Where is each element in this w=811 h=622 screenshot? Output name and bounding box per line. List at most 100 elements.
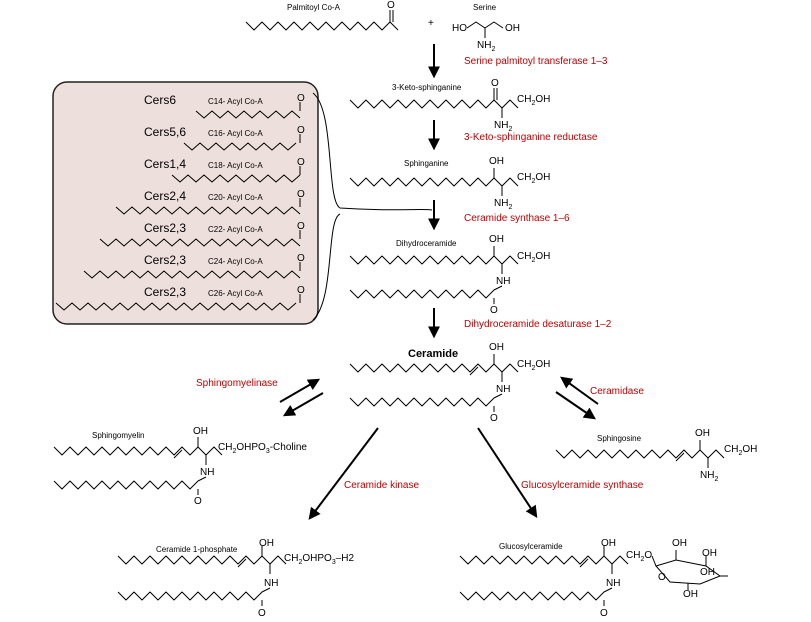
ceramide-synthase-box <box>52 81 319 325</box>
ceramide-synthase-list: Cers6 C14- Acyl Co-A O Cers5,6 C16- Acyl Co-… <box>55 93 305 311</box>
c1p-acyl-chain <box>117 587 271 601</box>
ceramide-acyl-chain <box>349 393 503 407</box>
glucose-ring-o: O <box>658 572 666 583</box>
keto-sphinganine-label: 3-Keto-sphinganine <box>392 83 462 92</box>
dihydroceramide-acyl-chain <box>349 285 503 299</box>
cers-name: Cers1,4 <box>144 157 186 171</box>
arrow-to-ceramide-from-sphingosine <box>560 376 599 405</box>
glucose-oh-4: OH <box>683 589 698 600</box>
c1p-oh: OH <box>259 538 274 549</box>
glucose-oh-2: OH <box>702 548 717 559</box>
cers-name: Cers2,4 <box>144 189 186 203</box>
glucosylceramide-acyl-chain <box>459 587 613 601</box>
ceramide-o: O <box>490 413 498 424</box>
cers-name: Cers5,6 <box>144 125 186 139</box>
c1p-label: Ceramide 1-phosphate <box>156 545 238 554</box>
sphingosine-ch2oh: CH2OH <box>724 444 757 457</box>
acyl-coa-label: C26- Acyl Co-A <box>208 289 263 298</box>
carbonyl-o: O <box>297 253 305 264</box>
c1p-o: O <box>258 608 266 619</box>
sphingomyelin-nh: NH <box>200 467 214 478</box>
acyl-coa-label: C18- Acyl Co-A <box>208 161 263 170</box>
dihydroceramide-o: O <box>490 305 498 316</box>
dihydroceramide-label: Dihydroceramide <box>396 239 457 248</box>
enzyme-spt: Serine palmitoyl transferase 1–3 <box>464 56 608 67</box>
cers-bracket-line-lower <box>312 213 341 321</box>
acyl-chain <box>171 174 301 183</box>
palmitoyl-carbonyl-o: O <box>387 0 395 11</box>
sphinganine-oh: OH <box>489 156 504 167</box>
ceramide-nh: NH <box>496 384 510 395</box>
arrow-to-glucosylceramide <box>477 427 538 519</box>
acyl-chain <box>55 302 297 311</box>
sphingosine-chain <box>555 449 725 459</box>
glucosylceramide-label: Glucosylceramide <box>499 542 563 551</box>
acyl-coa-label: C24- Acyl Co-A <box>208 257 263 266</box>
keto-chain <box>349 99 519 109</box>
glucosylceramide-sphingoid-chain <box>459 555 629 565</box>
c1p-headgroup: CH2OHPO3–H2 <box>284 553 355 566</box>
carbonyl-o: O <box>297 285 305 296</box>
sphinganine-nh2: NH2 <box>494 198 512 211</box>
c1p-sphingoid-chain <box>117 555 287 565</box>
glucosylceramide-oh: OH <box>601 538 616 549</box>
glucosylceramide-nh: NH <box>606 578 620 589</box>
ceramide-oh: OH <box>489 342 504 353</box>
arrow-to-sphingosine <box>555 391 596 420</box>
ceramide-ch2oh: CH2OH <box>517 359 550 372</box>
acyl-chain <box>83 270 301 279</box>
enzyme-smase: Sphingomyelinase <box>196 378 278 389</box>
glucose-oh-3: OH <box>700 567 715 578</box>
acyl-chain <box>99 238 301 247</box>
cers-bracket-line <box>312 92 433 211</box>
glucose-ring: O OH OH OH OH <box>651 538 728 600</box>
sphingomyelin-sphingoid-chain <box>53 446 223 456</box>
sphinganine-ch2oh: CH2OH <box>517 172 550 185</box>
carbonyl-o: O <box>297 125 305 136</box>
glucosylceramide-o: O <box>600 608 608 619</box>
arrow-to-c1p <box>308 427 379 520</box>
sphinganine-chain <box>349 177 519 187</box>
glucosylceramide-ch2o: CH2O <box>626 550 652 563</box>
serine-label: Serine <box>473 3 497 12</box>
palmitoyl-coa-label: Palmitoyl Co-A <box>287 3 341 12</box>
cers-name: Cers2,3 <box>144 285 186 299</box>
keto-carbonyl-o: O <box>491 78 499 89</box>
cers-name: Cers2,3 <box>144 221 186 235</box>
enzyme-des: Dihydroceramide desaturase 1–2 <box>464 319 612 330</box>
dihydroceramide-oh: OH <box>489 234 504 245</box>
enzyme-ksr: 3-Keto-sphinganine reductase <box>464 132 598 143</box>
carbonyl-o: O <box>297 157 305 168</box>
acyl-coa-label: C16- Acyl Co-A <box>208 129 263 138</box>
serine-nh2: NH2 <box>477 40 495 53</box>
sphingomyelin-acyl-chain <box>53 476 207 490</box>
sphingosine-oh: OH <box>695 428 710 439</box>
ceramide-sphingoid-chain <box>349 363 519 373</box>
dihydroceramide-sphingoid-chain <box>349 255 519 265</box>
keto-ch2oh: CH2OH <box>517 94 550 107</box>
acyl-coa-label: C20- Acyl Co-A <box>208 193 263 202</box>
cers-name: Cers2,3 <box>144 253 186 267</box>
ceramide-label: Ceramide <box>408 348 458 360</box>
sphingomyelin-headgroup: CH2OHPO3-Choline <box>218 442 307 455</box>
carbonyl-o: O <box>297 189 305 200</box>
palmitoyl-chain <box>245 21 399 31</box>
cers-name: Cers6 <box>144 93 176 107</box>
glucose-oh-1: OH <box>672 538 687 549</box>
keto-nh2: NH2 <box>494 120 512 133</box>
dihydroceramide-ch2oh: CH2OH <box>517 251 550 264</box>
carbonyl-o: O <box>297 221 305 232</box>
dihydroceramide-nh: NH <box>496 276 510 287</box>
sphingosine-label: Sphingosine <box>597 434 642 443</box>
sphinganine-label: Sphinganine <box>404 159 449 168</box>
acyl-coa-label: C22- Acyl Co-A <box>208 225 263 234</box>
acyl-chain <box>195 110 301 119</box>
acyl-chain <box>183 142 297 151</box>
sphingomyelin-o: O <box>194 496 202 507</box>
enzyme-cerk: Ceramide kinase <box>344 480 419 491</box>
acyl-coa-label: C14- Acyl Co-A <box>208 97 263 106</box>
plus-sign: + <box>428 18 434 29</box>
serine-backbone <box>466 21 504 29</box>
arrow-to-sphingomyelin <box>282 392 324 417</box>
